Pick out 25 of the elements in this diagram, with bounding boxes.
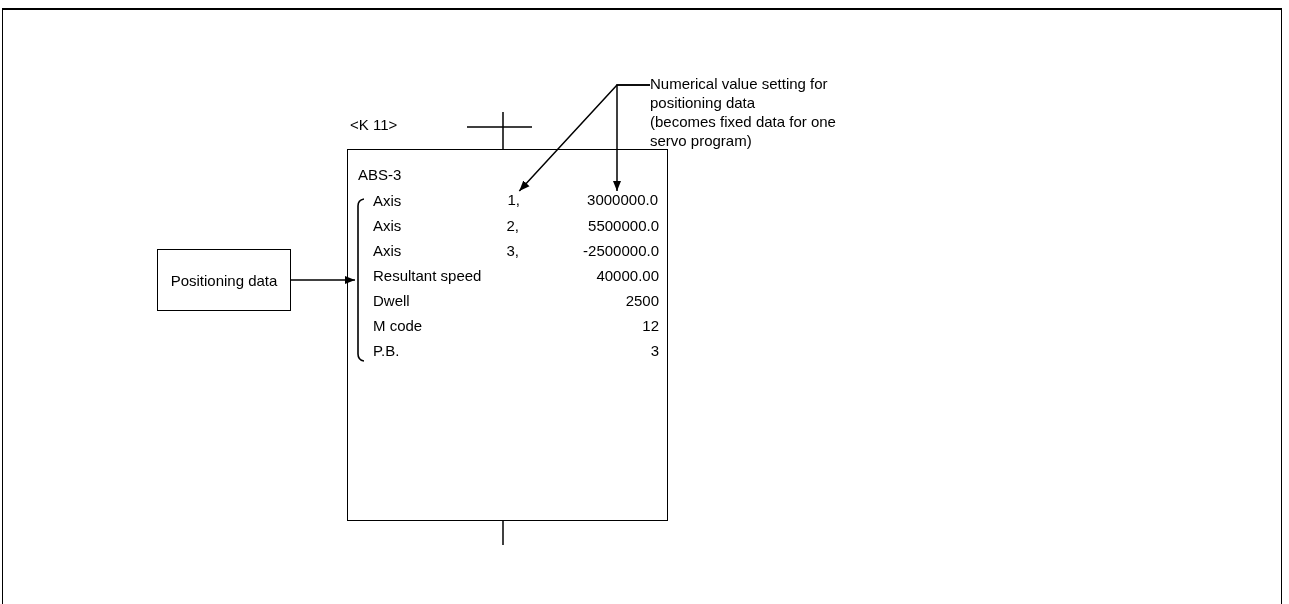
parameter-value: 12 [642, 317, 659, 335]
parameter-value: 40000.00 [596, 267, 659, 285]
callout-line: (becomes fixed data for one servo program) [650, 112, 837, 150]
parameter-name: P.B. [373, 342, 400, 360]
parameter-name: Resultant speed [373, 267, 482, 285]
parameter-value: 1, [502, 191, 520, 209]
instruction-name: ABS-3 [358, 166, 402, 184]
parameter-value: 2500 [625, 292, 659, 310]
parameter-name: Axis [373, 217, 402, 235]
callout-line: Numerical value setting for positioning data [650, 74, 829, 112]
parameter-value: 5500000.0 [588, 217, 659, 235]
parameter-value: 3 [650, 342, 659, 360]
block-heading: <K 11> [350, 116, 398, 134]
axis-number: 3, [506, 242, 519, 260]
parameter-name: M code [373, 317, 423, 335]
bracket-symbol [355, 198, 364, 362]
parameter-name: Axis [373, 242, 402, 260]
arrow [290, 275, 356, 285]
leader-line [612, 84, 651, 192]
parameter-name: Axis [373, 192, 402, 210]
axis-number: 2, [506, 217, 519, 235]
parameter-value: -2500000.0 [583, 242, 659, 260]
parameter-name: Dwell [373, 292, 410, 310]
parameter-value: 3000000.0 [576, 191, 658, 209]
process-box: Positioning data [157, 249, 291, 311]
